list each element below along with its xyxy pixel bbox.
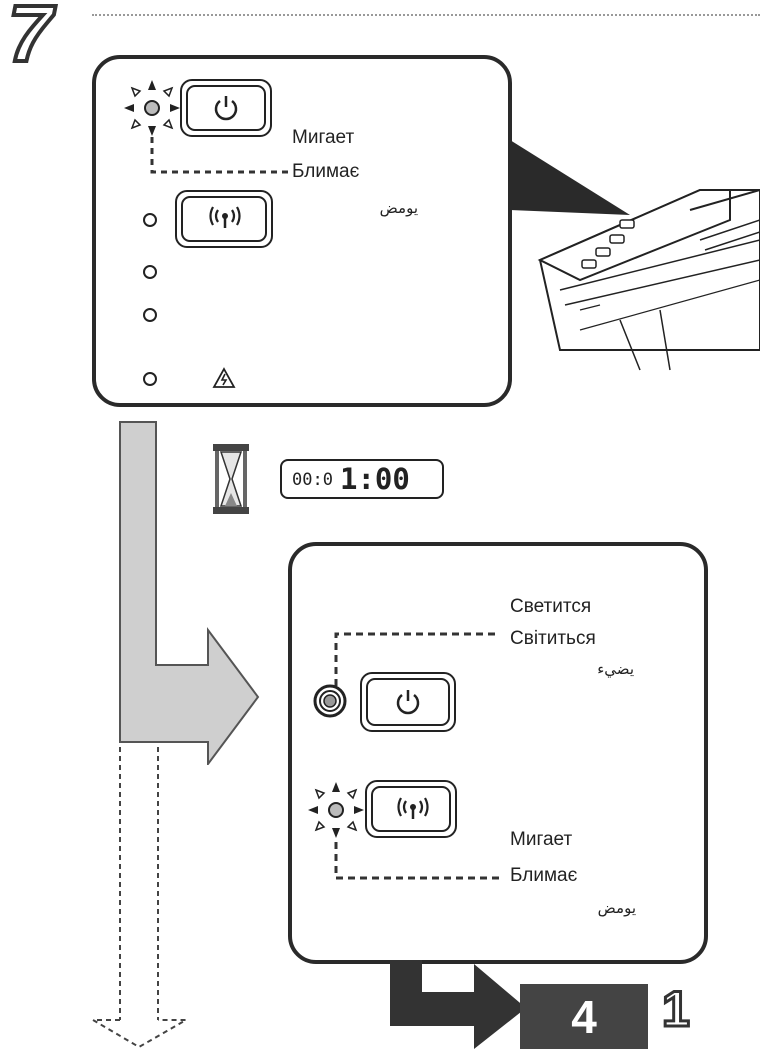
power-status-uk: Світиться: [510, 628, 596, 649]
alarm-led: [143, 372, 157, 386]
separator-line: [92, 14, 760, 16]
timer-small: 00:0: [292, 470, 333, 490]
wifi-button[interactable]: [175, 190, 273, 248]
status-led-2: [143, 308, 157, 322]
status-ru: Мигает: [292, 127, 355, 148]
status-uk: Блимає: [292, 161, 360, 182]
power-button-bottom[interactable]: [360, 672, 456, 732]
goto-arrow: [390, 960, 526, 1049]
flow-arrow: [119, 421, 260, 765]
page-badge: 4: [520, 984, 648, 1049]
status-led-1: [143, 265, 157, 279]
power-status-ru: Светится: [510, 596, 592, 617]
warning-icon: [212, 367, 236, 388]
status-ar: يومض: [379, 199, 418, 217]
wifi-button-bottom[interactable]: [365, 780, 457, 838]
wifi-icon: [397, 797, 429, 819]
callout-wedge: [510, 140, 630, 215]
step-number: 7: [6, 0, 54, 80]
dotted-arrow: [90, 747, 190, 1049]
leader-line-power: [334, 632, 500, 686]
power-button[interactable]: [180, 79, 272, 137]
wifi-status-ru: Мигает: [510, 829, 573, 850]
flashing-led-icon: [308, 782, 364, 838]
power-icon: [214, 96, 238, 121]
goto-step: 1: [661, 980, 692, 1039]
timer-display: 00:0 1:00: [280, 459, 444, 499]
wifi-icon: [209, 206, 241, 228]
power-icon: [396, 690, 420, 715]
flashing-led-icon: [124, 80, 180, 136]
leader-line: [150, 137, 293, 174]
printer-illustration: [537, 189, 760, 371]
timer-large: 1:00: [340, 462, 410, 496]
power-status-ar: يضيء: [597, 660, 634, 678]
wifi-led: [143, 213, 157, 227]
leader-line-wifi: [334, 842, 500, 880]
control-panel-lit: [288, 542, 708, 964]
wifi-status-uk: Блимає: [510, 865, 578, 886]
lit-led-icon: [313, 684, 347, 718]
control-panel-flashing: [92, 55, 512, 407]
wifi-status-ar: يومض: [597, 899, 636, 917]
hourglass-icon: [213, 444, 249, 514]
